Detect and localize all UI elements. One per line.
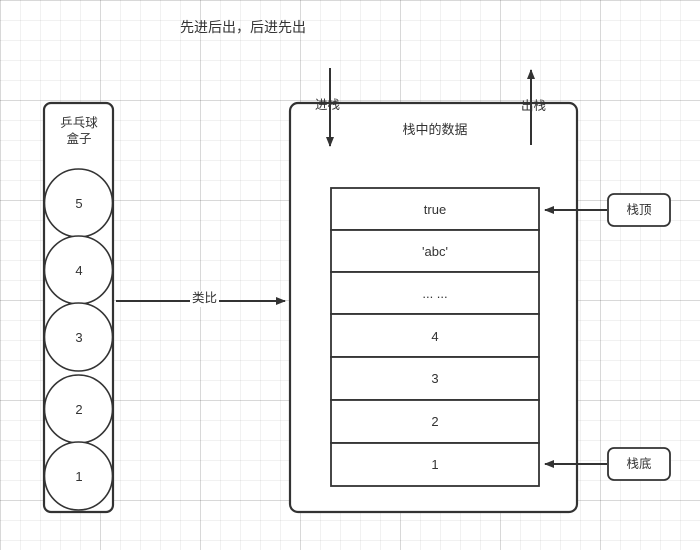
stack-cell-0 <box>330 187 540 231</box>
ball-circle-2 <box>43 374 114 444</box>
stack-cell-6 <box>330 442 540 487</box>
ball-circle-3 <box>43 302 114 372</box>
stack-cell-4 <box>330 356 540 401</box>
stack-cell-5 <box>330 399 540 444</box>
stack-cell-1 <box>330 229 540 273</box>
ball-circle-5 <box>43 168 114 238</box>
stack-bottom-tag-box <box>607 447 671 481</box>
stack-top-tag-box <box>607 193 671 227</box>
ball-circle-4 <box>43 235 114 305</box>
stack-cell-2 <box>330 271 540 315</box>
ball-circle-1 <box>43 441 114 511</box>
stack-cell-3 <box>330 313 540 358</box>
